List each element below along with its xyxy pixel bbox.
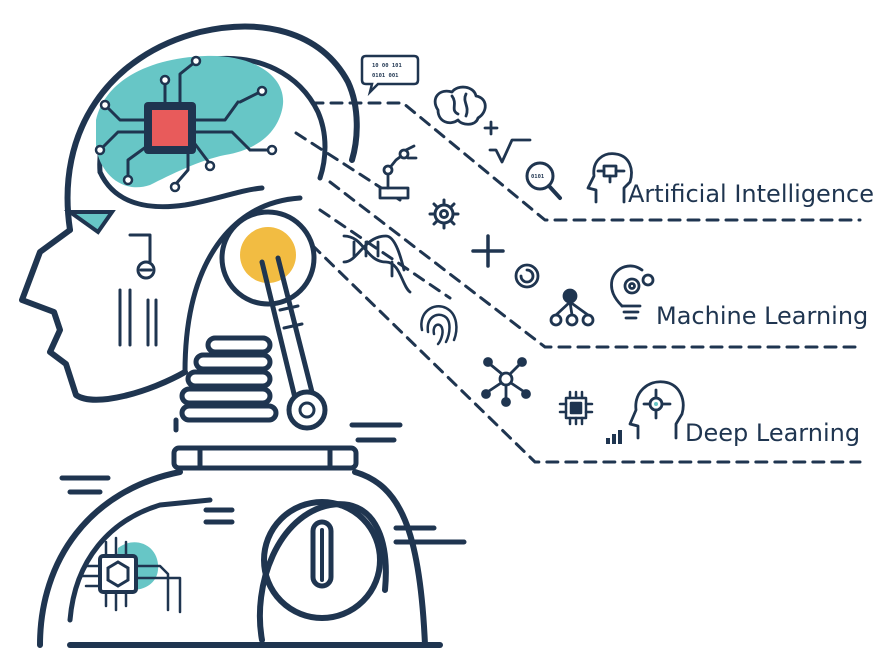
- label-artificial-intelligence: Artificial Intelligence: [628, 180, 874, 208]
- speech-bubble-icon: 10 00 101 0101 001: [360, 54, 420, 97]
- brain-chip-core: [152, 110, 188, 146]
- connector-ml: [328, 180, 862, 349]
- label-machine-learning: Machine Learning: [656, 302, 868, 330]
- lightbulb-gears-icon: [610, 264, 655, 320]
- gear-icon: [428, 198, 460, 230]
- robot-head: [19, 23, 403, 471]
- magnifier-binary-icon: 0101: [525, 161, 562, 200]
- cheek-details: [118, 233, 158, 347]
- brain-icon: [433, 85, 487, 126]
- robot-arm-icon: [378, 144, 418, 200]
- microchip-icon: [558, 390, 594, 426]
- speech-bubble-line1: 10 00 101: [372, 63, 402, 69]
- network-nodes-icon: [481, 357, 531, 407]
- dna-icon: [342, 234, 412, 294]
- neck-stack: [179, 335, 279, 423]
- shoulder-chip: [98, 554, 138, 594]
- square-root-formula-icon: [483, 120, 532, 164]
- label-deep-learning: Deep Learning: [685, 419, 860, 447]
- ai-head-circuit-icon: [586, 152, 633, 204]
- magnifier-text: 0101: [531, 174, 545, 180]
- fingerprint-icon: [420, 305, 458, 346]
- collar: [171, 445, 359, 471]
- connector-dl: [310, 243, 862, 464]
- robot-body: [37, 469, 467, 648]
- plus-icon: [471, 234, 505, 268]
- hierarchy-tree-icon: [549, 288, 595, 327]
- bar-chart-icon: [606, 430, 622, 444]
- circuit-nodes: [94, 55, 278, 193]
- deep-learning-head-icon: [628, 380, 685, 440]
- connector-ai: [310, 101, 862, 222]
- speech-bubble-line2: 0101 001: [372, 73, 399, 79]
- ear-joint: [240, 227, 296, 283]
- connector-ml-inner: [318, 208, 452, 300]
- target-rings-icon: [514, 263, 540, 289]
